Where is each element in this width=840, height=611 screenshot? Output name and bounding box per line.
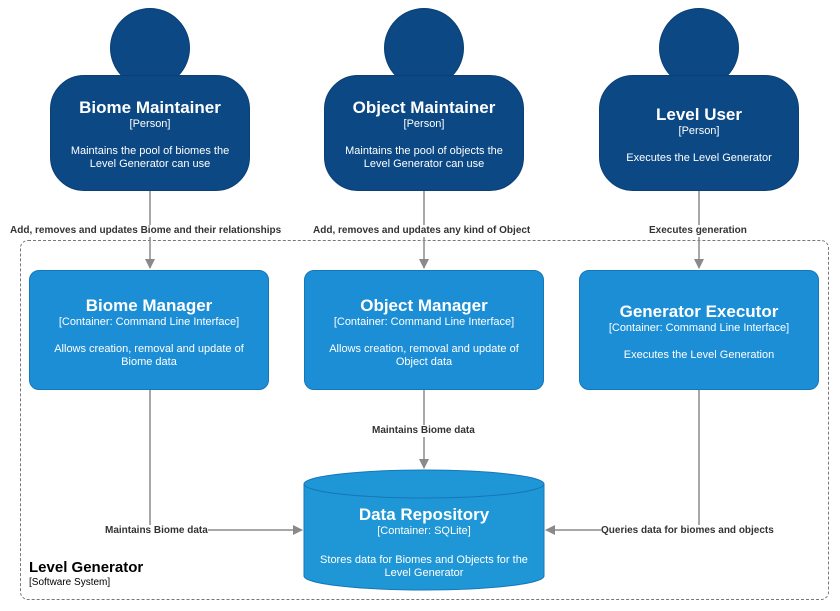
container-name: Biome Manager bbox=[85, 296, 213, 315]
container-type: [Container: Command Line Interface] bbox=[608, 322, 790, 334]
database-description: Stores data for Biomes and Objects for t… bbox=[320, 554, 528, 579]
boundary-name: Level Generator bbox=[29, 559, 144, 576]
person-type: [Person] bbox=[678, 125, 720, 137]
arrow-generator-executor-to-repository bbox=[545, 390, 700, 535]
person-biome-maintainer[interactable]: Biome Maintainer [Person] Maintains the … bbox=[50, 75, 250, 191]
container-type: [Container: Command Line Interface] bbox=[333, 316, 515, 328]
person-object-maintainer[interactable]: Object Maintainer [Person] Maintains the… bbox=[324, 75, 524, 191]
container-description: Executes the Level Generation bbox=[623, 349, 775, 361]
container-name: Object Manager bbox=[360, 296, 488, 315]
person-description: Maintains the pool of biomes the Level G… bbox=[70, 145, 230, 170]
edge-label-biome-manager: Maintains Biome data bbox=[105, 525, 208, 537]
edge-label-object-maintainer: Add, removes and updates any kind of Obj… bbox=[313, 225, 531, 237]
person-name: Object Maintainer bbox=[352, 98, 496, 117]
arrow-biome-manager-to-repository bbox=[149, 390, 303, 535]
boundary-type: [Software System] bbox=[29, 577, 111, 588]
person-type: [Person] bbox=[129, 118, 171, 130]
container-biome-manager[interactable]: Biome Manager [Container: Command Line I… bbox=[29, 270, 269, 390]
edge-label-object-manager: Maintains Biome data bbox=[372, 425, 475, 437]
person-description: Maintains the pool of objects the Level … bbox=[345, 145, 503, 170]
edge-label-biome-maintainer: Add, removes and updates Biome and their… bbox=[10, 225, 282, 237]
person-level-user[interactable]: Level User [Person] Executes the Level G… bbox=[599, 75, 799, 191]
person-name: Biome Maintainer bbox=[79, 98, 221, 117]
container-generator-executor[interactable]: Generator Executor [Container: Command L… bbox=[579, 270, 819, 390]
container-type: [Container: Command Line Interface] bbox=[58, 316, 240, 328]
container-name: Generator Executor bbox=[619, 302, 779, 321]
database-cylinder[interactable] bbox=[302, 468, 546, 594]
edge-label-level-user: Executes generation bbox=[649, 225, 747, 237]
database-type: [Container: SQLite] bbox=[377, 525, 471, 537]
person-name: Level User bbox=[656, 105, 742, 124]
database-name: Data Repository bbox=[358, 505, 490, 524]
container-description: Allows creation, removal and update of O… bbox=[329, 343, 519, 368]
container-description: Allows creation, removal and update of B… bbox=[54, 343, 244, 368]
person-head-biome-maintainer bbox=[110, 8, 190, 88]
person-description: Executes the Level Generator bbox=[626, 152, 772, 164]
person-type: [Person] bbox=[403, 118, 445, 130]
container-object-manager[interactable]: Object Manager [Container: Command Line … bbox=[304, 270, 544, 390]
edge-label-generator-executor: Queries data for biomes and objects bbox=[601, 525, 774, 537]
